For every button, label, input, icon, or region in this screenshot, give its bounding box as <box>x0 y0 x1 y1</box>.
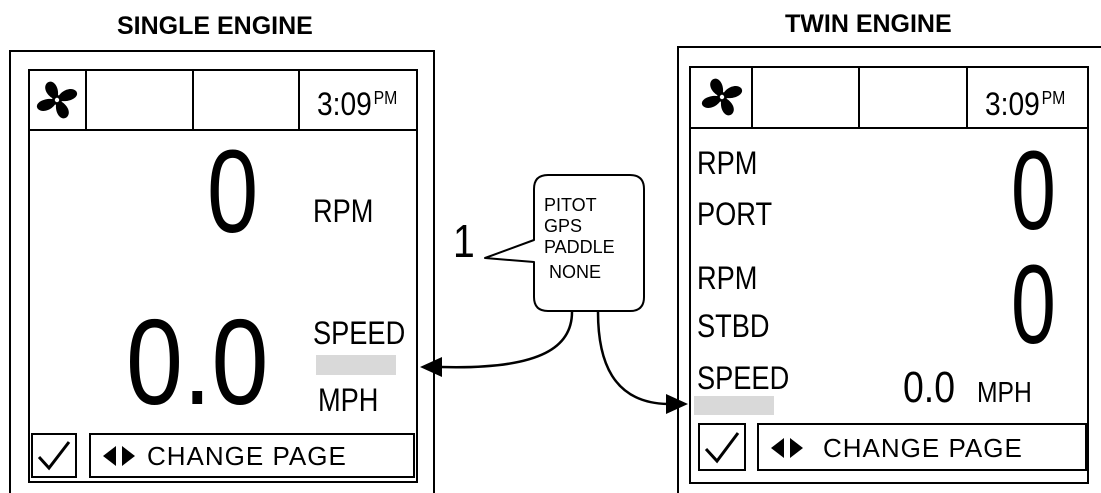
single-speed-value: 0.0 <box>126 294 269 430</box>
single-status-sep-3 <box>298 69 300 131</box>
twin-clock: 3:09PM <box>985 88 1076 120</box>
single-clock-ampm: PM <box>373 88 398 108</box>
single-engine-heading: SINGLE ENGINE <box>117 12 313 40</box>
single-clock: 3:09PM <box>317 88 408 120</box>
twin-clock-time: 3:09 <box>985 86 1040 122</box>
twin-rpm-port-label: RPM <box>697 145 758 181</box>
twin-speed-unit: MPH <box>977 377 1032 409</box>
single-change-page-label: CHANGE PAGE <box>147 441 347 471</box>
twin-status-bar-divider <box>689 127 1089 129</box>
twin-engine-heading: TWIN ENGINE <box>785 10 952 38</box>
speed-source-option-none: NONE <box>549 262 602 282</box>
twin-status-sep-3 <box>966 66 968 129</box>
twin-status-sep-1 <box>751 66 753 129</box>
twin-speed-source-field[interactable] <box>694 396 774 415</box>
twin-stbd-label: STBD <box>697 308 770 344</box>
single-engine-frame <box>9 50 435 493</box>
twin-check-button[interactable] <box>698 423 746 471</box>
single-status-bar-divider <box>28 129 418 131</box>
twin-clock-ampm: PM <box>1041 88 1066 108</box>
single-check-button[interactable] <box>31 433 77 478</box>
speed-source-option-pitot: PITOT <box>544 195 597 215</box>
single-status-sep-2 <box>192 69 194 131</box>
single-rpm-label: RPM <box>313 193 374 229</box>
left-right-arrows-icon <box>103 446 135 466</box>
fan-icon <box>701 78 743 116</box>
twin-engine-screen <box>689 66 1089 484</box>
left-right-arrows-icon <box>771 438 803 458</box>
twin-rpm-stbd-label: RPM <box>697 260 758 296</box>
twin-stbd-rpm-value: 0 <box>1011 242 1056 367</box>
twin-engine-frame <box>677 46 1101 493</box>
twin-port-rpm-value: 0 <box>1011 128 1056 253</box>
speed-source-option-paddle: PADDLE <box>544 237 615 257</box>
fan-icon <box>36 81 78 119</box>
twin-speed-value: 0.0 <box>903 363 955 412</box>
single-change-page-button[interactable]: CHANGE PAGE <box>89 433 415 478</box>
checkmark-icon <box>37 441 71 471</box>
twin-speed-label: SPEED <box>697 360 790 396</box>
single-speed-label: SPEED <box>313 315 406 351</box>
twin-change-page-label: CHANGE PAGE <box>823 433 1023 463</box>
twin-status-sep-2 <box>858 66 860 129</box>
single-clock-time: 3:09 <box>317 86 372 122</box>
twin-port-label: PORT <box>697 196 773 232</box>
twin-change-page-button[interactable]: CHANGE PAGE <box>757 423 1087 471</box>
speed-source-option-gps: GPS <box>544 216 583 236</box>
single-speed-source-field[interactable] <box>316 355 396 375</box>
callout-number: 1 <box>453 215 475 267</box>
single-rpm-value: 0 <box>207 126 259 258</box>
single-status-sep-1 <box>85 69 87 131</box>
single-speed-unit: MPH <box>318 382 379 418</box>
single-engine-screen <box>28 69 418 483</box>
checkmark-icon <box>704 432 740 464</box>
